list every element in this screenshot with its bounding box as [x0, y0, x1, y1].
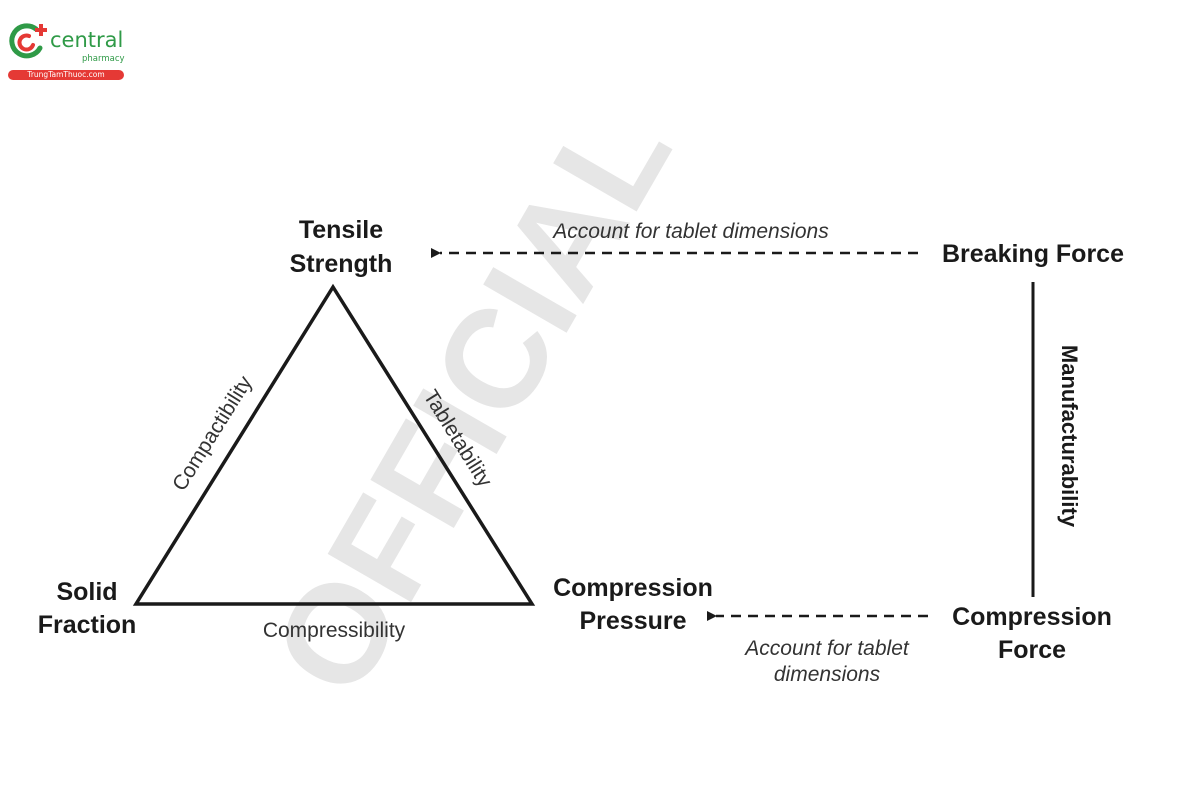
note-bottom-account-for-dimensions: Account for tablet dimensions	[743, 637, 910, 686]
node-solid-fraction: Solid Fraction	[38, 578, 137, 639]
compression-pressure-line1: Compression	[553, 574, 713, 602]
tensile-strength-line2: Strength	[290, 250, 393, 278]
compression-pressure-line2: Pressure	[579, 607, 686, 635]
solid-fraction-line2: Fraction	[38, 611, 137, 639]
node-compression-force: Compression Force	[952, 603, 1112, 664]
edge-label-manufacturability: Manufacturability	[1057, 345, 1082, 528]
note-bottom-line2: dimensions	[774, 663, 881, 686]
compaction-triangle	[132, 283, 536, 606]
note-bottom-line1: Account for tablet	[743, 637, 910, 660]
compression-force-line2: Force	[998, 636, 1066, 664]
compression-force-line1: Compression	[952, 603, 1112, 631]
node-compression-pressure: Compression Pressure	[553, 574, 713, 635]
central-pharmacy-logo: central pharmacy TrungTamThuoc.com	[6, 18, 130, 82]
node-breaking-force: Breaking Force	[942, 240, 1124, 268]
logo-sub-text: pharmacy	[82, 54, 125, 64]
logo-brand-text: central	[50, 28, 124, 52]
edge-label-compressibility: Compressibility	[263, 619, 406, 642]
tensile-strength-line1: Tensile	[299, 216, 383, 244]
node-tensile-strength: Tensile Strength	[290, 216, 393, 278]
solid-fraction-line1: Solid	[56, 578, 117, 606]
logo-site-badge: TrungTamThuoc.com	[8, 70, 124, 80]
logo-mark-icon	[9, 23, 47, 59]
note-top-account-for-dimensions: Account for tablet dimensions	[551, 220, 829, 243]
